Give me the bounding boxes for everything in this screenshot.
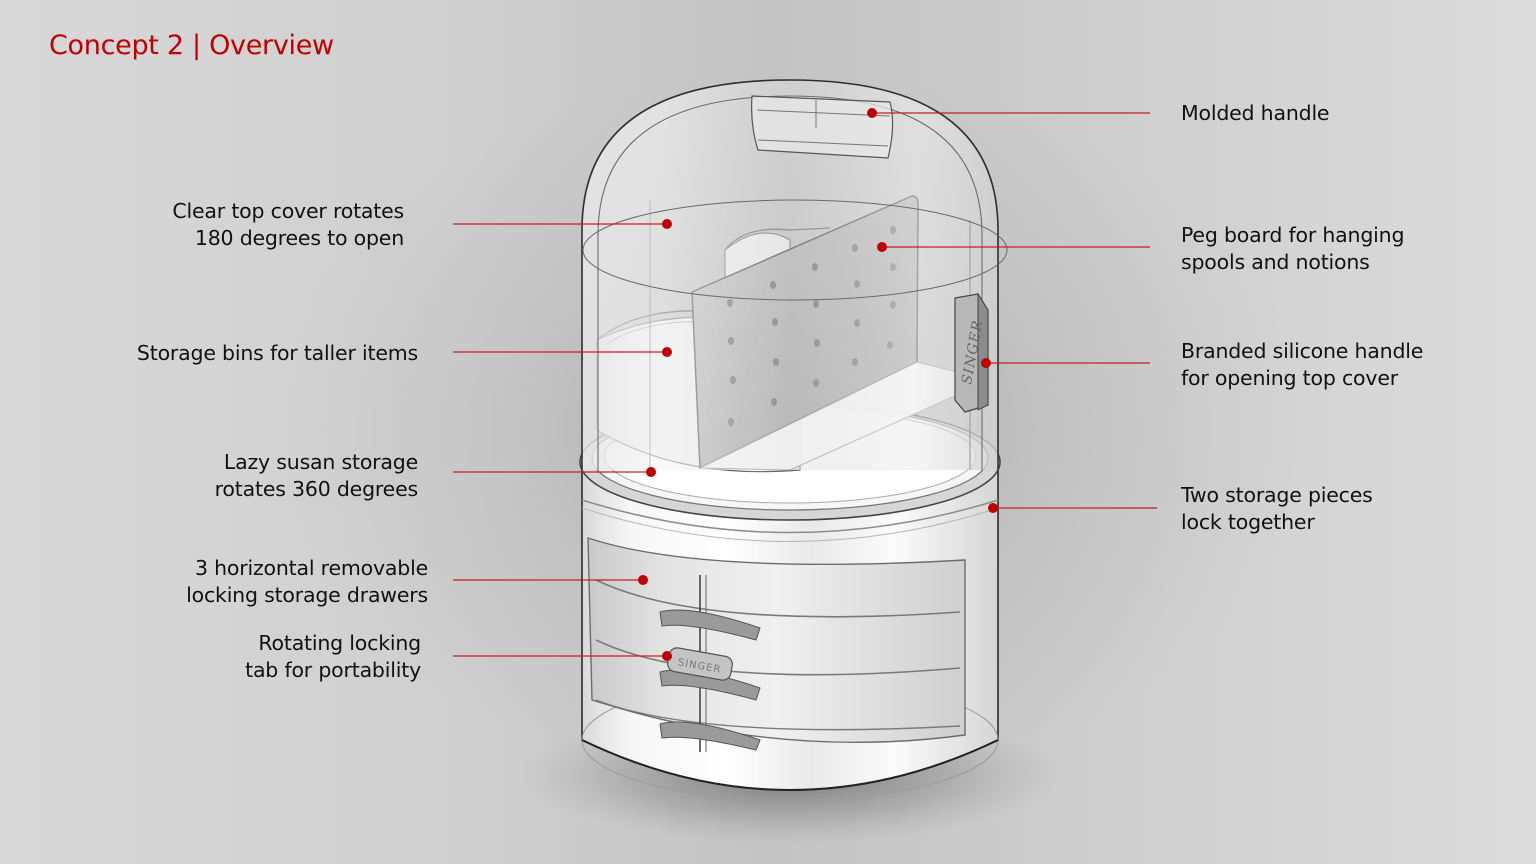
callout-line: Peg board for hanging — [1181, 223, 1405, 247]
clear-top-cover: SINGER — [581, 79, 1008, 470]
callout-line: Two storage pieces — [1181, 483, 1373, 507]
leader-drawers — [453, 575, 648, 585]
leader-locking-tab — [453, 651, 672, 661]
callout-molded-handle: Molded handle — [1181, 100, 1330, 127]
callout-line: for opening top cover — [1181, 366, 1398, 390]
callout-lazy-susan: Lazy susan storage rotates 360 degrees — [214, 449, 419, 503]
callout-silicone-handle: Branded silicone handle for opening top … — [1181, 338, 1423, 392]
callout-line: tab for portability — [245, 658, 421, 682]
callout-line: Molded handle — [1181, 101, 1330, 125]
callout-line: Rotating locking — [258, 631, 421, 655]
callout-storage-bins: Storage bins for taller items — [137, 340, 418, 367]
callout-clear-top-cover: Clear top cover rotates 180 degrees to o… — [172, 198, 404, 252]
callout-line: 180 degrees to open — [194, 226, 404, 250]
slide-title: Concept 2 | Overview — [49, 30, 334, 61]
branded-silicone-handle: SINGER — [954, 292, 989, 413]
leader-silicone-handle — [981, 358, 1150, 368]
drawer-window: SINGER — [587, 537, 966, 752]
callout-drawers: 3 horizontal removable locking storage d… — [186, 555, 428, 609]
callout-storage-pieces: Two storage pieces lock together — [1181, 482, 1373, 536]
leader-lazy-susan — [453, 467, 656, 477]
callout-line: 3 horizontal removable — [194, 556, 428, 580]
leader-storage-bins — [453, 347, 672, 357]
leader-molded-handle — [867, 108, 1150, 118]
callout-locking-tab: Rotating locking tab for portability — [245, 630, 421, 684]
callout-line: Lazy susan storage — [223, 450, 418, 474]
leader-storage-pieces — [988, 503, 1157, 513]
callout-line: Branded silicone handle — [1181, 339, 1424, 363]
callout-line: Storage bins for taller items — [136, 341, 418, 365]
callout-peg-board: Peg board for hanging spools and notions — [1181, 222, 1404, 276]
leader-lines — [453, 108, 1157, 661]
molded-handle — [751, 95, 894, 159]
locking-tab: SINGER — [667, 647, 733, 681]
callout-line: rotates 360 degrees — [214, 477, 419, 501]
callout-line: lock together — [1181, 510, 1315, 534]
callout-line: Clear top cover rotates — [172, 199, 404, 223]
callout-line: spools and notions — [1181, 250, 1370, 274]
leader-clear-top-cover — [453, 219, 672, 229]
leader-peg-board — [877, 242, 1150, 252]
callout-line: locking storage drawers — [186, 583, 428, 607]
